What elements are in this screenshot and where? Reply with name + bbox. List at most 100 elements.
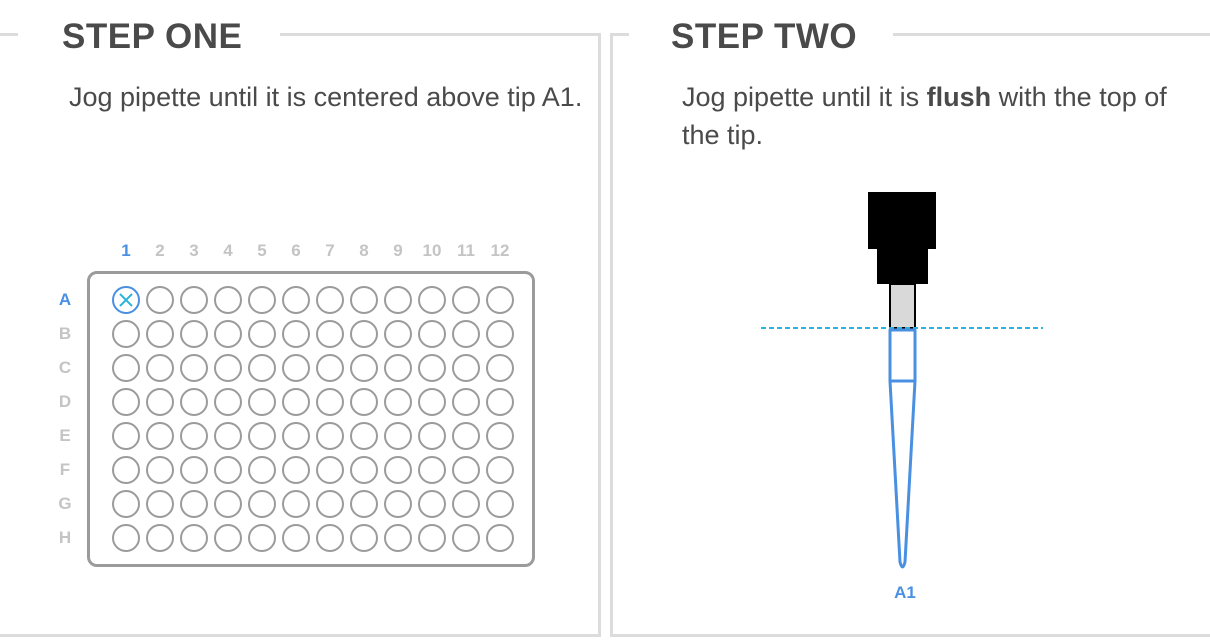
row-label: B [58,324,72,343]
well [146,524,174,552]
row-label: H [58,528,72,547]
well [350,354,378,382]
well [282,490,310,518]
well [418,422,446,450]
well [418,286,446,314]
column-label: 4 [223,241,233,260]
well [316,490,344,518]
instruction-emphasis: flush [926,82,992,112]
well [350,388,378,416]
column-label: 1 [121,241,131,260]
well [452,422,480,450]
well [316,354,344,382]
well [452,456,480,484]
well [248,456,276,484]
well [452,388,480,416]
well [452,524,480,552]
well [384,320,412,348]
row-label: F [59,460,71,479]
well [146,286,174,314]
well [384,456,412,484]
well [112,320,140,348]
well [282,388,310,416]
well [112,490,140,518]
well [112,422,140,450]
well [180,490,208,518]
well [248,422,276,450]
column-label: 2 [155,241,165,260]
well [146,320,174,348]
instruction-text: with the top of the tip. [682,82,1167,150]
well [282,524,310,552]
well [316,286,344,314]
column-label: 12 [490,241,510,260]
well [418,354,446,382]
well [452,286,480,314]
well [214,524,242,552]
well [214,354,242,382]
well [146,388,174,416]
well [486,490,514,518]
well [248,320,276,348]
well [316,422,344,450]
well [350,286,378,314]
well [282,320,310,348]
well [350,456,378,484]
pipette-nozzle [889,283,916,329]
well [180,354,208,382]
well [418,490,446,518]
row-label: A [58,290,72,309]
well [486,524,514,552]
panel-border-segment [280,33,601,36]
well [452,320,480,348]
column-label: 10 [422,241,442,260]
well [384,354,412,382]
well [384,490,412,518]
well [248,524,276,552]
well [214,320,242,348]
well [486,286,514,314]
well [146,422,174,450]
column-label: 6 [291,241,301,260]
well-plate [87,271,535,567]
row-label: C [58,358,72,377]
well [418,320,446,348]
step-two-title: STEP TWO [659,17,870,57]
well [486,388,514,416]
step-one-instruction: Jog pipette until it is centered above t… [69,82,583,112]
well [248,286,276,314]
panel-border-segment [613,33,629,36]
well [282,456,310,484]
well [214,456,242,484]
well [112,354,140,382]
tip-label: A1 [894,583,916,602]
well [350,490,378,518]
well [248,388,276,416]
well [384,524,412,552]
pipette-body [868,192,936,249]
well [146,354,174,382]
well [316,456,344,484]
step-one-title: STEP ONE [50,17,255,57]
well [486,354,514,382]
well [486,320,514,348]
well [486,456,514,484]
pipette-tip-diagram [761,192,1043,569]
well [112,388,140,416]
well [180,320,208,348]
well [112,456,140,484]
tip-outline [888,328,917,569]
well [282,354,310,382]
row-label: D [58,392,72,411]
column-label: 11 [457,241,475,260]
well [214,422,242,450]
well [384,388,412,416]
well [418,388,446,416]
well [350,320,378,348]
target-well [112,286,140,314]
well [180,456,208,484]
well [282,286,310,314]
well [180,388,208,416]
well [214,286,242,314]
step-one-panel: STEP ONE Jog pipette until it is centere… [0,17,601,637]
